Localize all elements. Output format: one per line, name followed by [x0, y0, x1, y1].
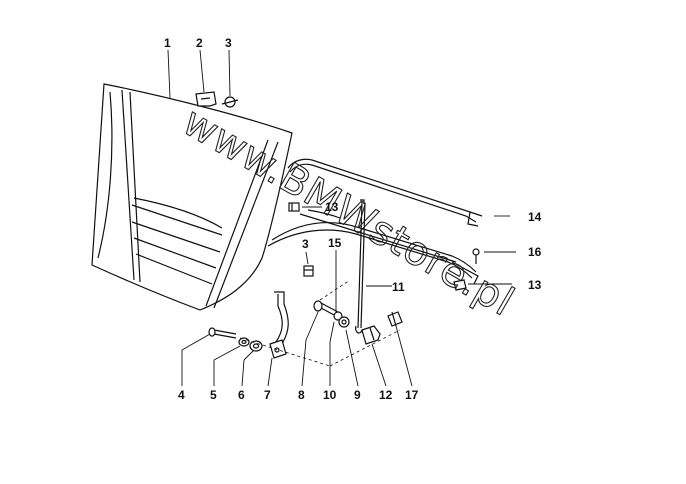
- support-rod: [287, 158, 483, 227]
- callout-label: 3: [302, 237, 309, 251]
- callout-label: 8: [298, 388, 305, 402]
- callout-label: 15: [328, 236, 342, 250]
- callout-label: 10: [323, 388, 337, 402]
- clip-12: [361, 325, 381, 345]
- clip-upper: [288, 202, 300, 212]
- top-bracket: [195, 91, 217, 107]
- callout-label: 14: [528, 210, 542, 224]
- clip-lower: [453, 279, 467, 291]
- callout-label: 6: [238, 388, 245, 402]
- callout-label: 13: [528, 278, 542, 292]
- washer-small: [238, 337, 250, 347]
- seat-frame: [267, 209, 479, 285]
- callout-label: 12: [379, 388, 393, 402]
- callout-label: 13: [325, 200, 339, 214]
- washer-9: [338, 316, 350, 328]
- callout-label: 7: [264, 388, 271, 402]
- callout-label: 16: [528, 245, 542, 259]
- callout-label: 2: [196, 36, 203, 50]
- callout-label: 5: [210, 388, 217, 402]
- callout-label: 11: [392, 280, 405, 294]
- long-rod: [355, 199, 366, 334]
- bolt-8: [313, 300, 339, 317]
- top-screw: [221, 96, 239, 108]
- callout-label: 3: [225, 36, 232, 50]
- hinge-arm: [269, 291, 289, 359]
- cap-17: [387, 311, 403, 327]
- callout-labels: 1 2 3 13 14 3 15 16 11 13 4 5 6 7 8 10 9…: [164, 36, 542, 402]
- leader-lines: [167, 49, 516, 387]
- pin: [472, 248, 480, 264]
- assembly-lines: [239, 279, 401, 367]
- seat-backrest-panel: [91, 83, 293, 311]
- bolt: [208, 327, 237, 339]
- callout-label: 9: [354, 388, 361, 402]
- middle-screw: [303, 265, 314, 277]
- callout-label: 4: [178, 388, 185, 402]
- washer-15: [333, 311, 343, 321]
- washer-large: [249, 340, 263, 352]
- callout-label: 1: [164, 36, 171, 50]
- callout-label: 17: [405, 388, 419, 402]
